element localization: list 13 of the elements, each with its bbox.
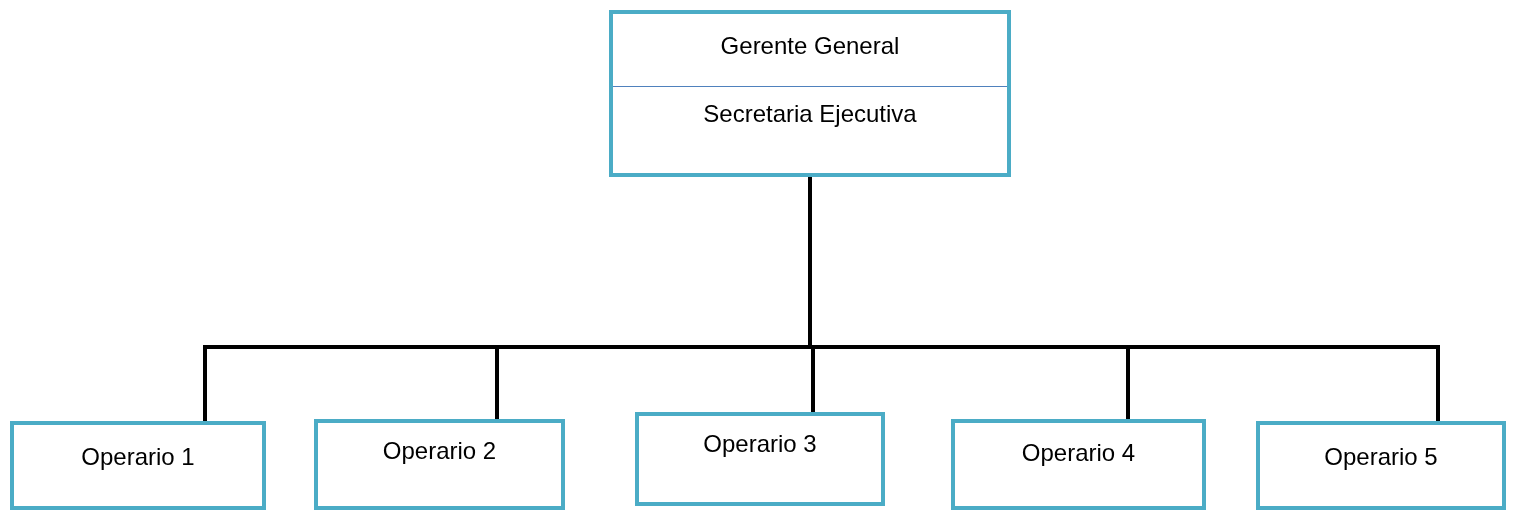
position-title: Operario 4 <box>1021 439 1136 467</box>
position-title: Operario 1 <box>81 443 195 471</box>
org-chart-box <box>951 419 1206 510</box>
position-title: Operario 3 <box>703 430 817 458</box>
org-chart-box <box>10 421 266 510</box>
org-chart-box <box>609 10 1011 177</box>
position-title: Operario 5 <box>1324 443 1438 471</box>
position-title: Gerente General <box>720 32 900 60</box>
org-chart-box <box>1256 421 1506 510</box>
org-chart-box <box>635 412 885 506</box>
position-title: Operario 2 <box>382 437 497 465</box>
org-chart-box <box>314 419 565 510</box>
position-title: Secretaria Ejecutiva <box>703 100 917 128</box>
